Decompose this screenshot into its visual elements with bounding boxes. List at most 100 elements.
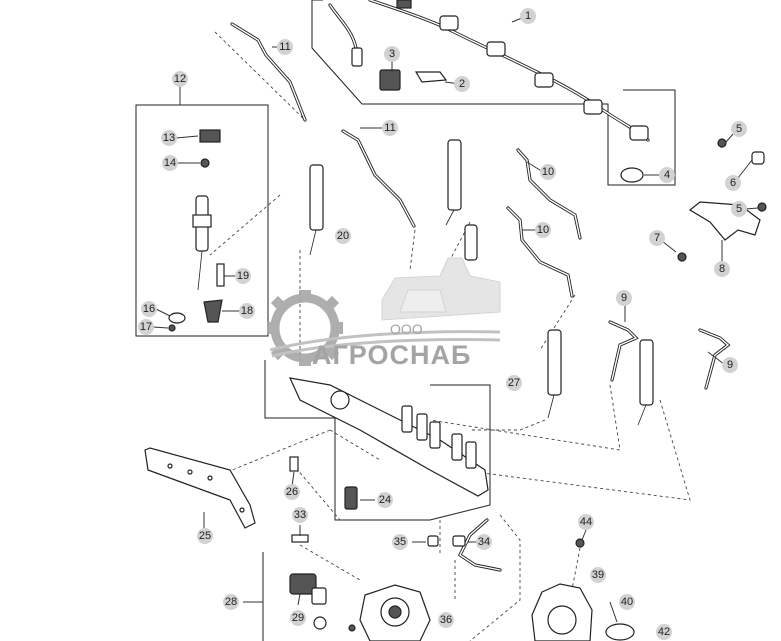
watermark-logo: ООО АГРОСНАБ [267, 257, 501, 370]
svg-text:34: 34 [478, 536, 490, 548]
callout-14: 14 [162, 155, 178, 171]
bolt-5b [757, 202, 767, 212]
svg-text:13: 13 [163, 132, 175, 144]
callout-10b: 10 [535, 222, 551, 238]
callout-13: 13 [161, 130, 177, 146]
fuel-pump [289, 535, 635, 641]
svg-text:8: 8 [719, 263, 725, 275]
valve-29 [289, 573, 317, 595]
callout-6: 6 [725, 175, 741, 191]
svg-text:2: 2 [459, 78, 465, 90]
pipes [230, 22, 731, 572]
sensor-6 [751, 151, 765, 165]
svg-text:42: 42 [658, 626, 670, 638]
dashed-leaders [159, 31, 691, 641]
callout-35: 35 [392, 534, 408, 550]
callout-44: 44 [578, 514, 594, 530]
group-frames [135, 0, 676, 641]
watermark-prefix: ООО [390, 321, 423, 337]
injectors [168, 129, 654, 426]
svg-text:5: 5 [736, 203, 742, 215]
callout-7: 7 [649, 230, 665, 246]
common-rail [288, 377, 489, 510]
callout-3: 3 [384, 46, 400, 62]
svg-text:9: 9 [727, 359, 733, 371]
connector-3 [379, 69, 401, 91]
callout-40: 40 [619, 594, 635, 610]
callout-18: 18 [239, 303, 255, 319]
callout-16: 16 [141, 301, 157, 317]
bolt-33 [291, 534, 309, 543]
callout-25: 25 [197, 528, 213, 544]
callout-12: 12 [172, 71, 188, 87]
svg-text:26: 26 [286, 486, 298, 498]
callout-29: 29 [290, 610, 306, 626]
svg-text:3: 3 [389, 48, 395, 60]
callout-11b: 11 [382, 120, 398, 136]
svg-text:12: 12 [174, 73, 186, 85]
wiring-harness [328, 0, 650, 183]
svg-text:36: 36 [440, 614, 452, 626]
callout-markers: 1 2 3 4 5 5 6 7 8 9 9 10 10 11 11 12 13 … [138, 8, 747, 640]
callout-5b: 5 [731, 201, 747, 217]
svg-text:5: 5 [736, 123, 742, 135]
callout-11a: 11 [277, 39, 293, 55]
callout-9a: 9 [616, 290, 632, 306]
svg-text:9: 9 [621, 292, 627, 304]
callout-20: 20 [335, 228, 351, 244]
svg-text:14: 14 [164, 157, 176, 169]
callout-17: 17 [138, 319, 154, 335]
callout-27: 27 [506, 375, 522, 391]
bolt-7 [677, 252, 687, 262]
svg-text:25: 25 [199, 530, 211, 542]
callout-42: 42 [656, 624, 672, 640]
pressure-sensor-24 [344, 486, 358, 510]
svg-text:24: 24 [379, 494, 391, 506]
svg-text:39: 39 [592, 569, 604, 581]
callout-19: 19 [235, 268, 251, 284]
callout-33: 33 [292, 507, 308, 523]
bolt-5a [717, 138, 727, 148]
svg-text:11: 11 [279, 41, 290, 53]
callout-24: 24 [377, 492, 393, 508]
callout-39: 39 [590, 567, 606, 583]
callout-36: 36 [438, 612, 454, 628]
clip-2 [414, 71, 448, 83]
svg-text:6: 6 [730, 177, 736, 189]
bracket-25 [144, 447, 309, 543]
watermark-brand: АГРОСНАБ [312, 340, 471, 370]
leader-lines [152, 15, 759, 623]
watermark-gear-icon [267, 290, 343, 366]
svg-text:44: 44 [580, 516, 592, 528]
svg-text:10: 10 [542, 166, 554, 178]
svg-text:29: 29 [292, 612, 304, 624]
svg-text:40: 40 [621, 596, 633, 608]
svg-text:20: 20 [337, 230, 349, 242]
svg-text:17: 17 [140, 321, 152, 333]
callout-4: 4 [659, 167, 675, 183]
callout-8: 8 [714, 261, 730, 277]
svg-text:7: 7 [654, 232, 660, 244]
svg-text:18: 18 [241, 305, 253, 317]
callout-5a: 5 [731, 121, 747, 137]
svg-text:1: 1 [525, 10, 531, 22]
svg-text:11: 11 [384, 122, 395, 134]
svg-text:35: 35 [394, 536, 406, 548]
callout-2: 2 [454, 76, 470, 92]
callout-1: 1 [520, 8, 536, 24]
svg-text:4: 4 [664, 169, 670, 181]
small-parts-top [379, 69, 767, 262]
callout-26: 26 [284, 484, 300, 500]
callout-28: 28 [223, 594, 239, 610]
svg-text:33: 33 [294, 509, 306, 521]
callout-10a: 10 [540, 164, 556, 180]
svg-text:28: 28 [225, 596, 237, 608]
svg-text:10: 10 [537, 224, 549, 236]
svg-text:19: 19 [237, 270, 249, 282]
svg-text:27: 27 [508, 377, 520, 389]
svg-text:16: 16 [143, 303, 155, 315]
callout-9b: 9 [722, 357, 738, 373]
bracket-8 [688, 201, 761, 241]
callout-34: 34 [476, 534, 492, 550]
